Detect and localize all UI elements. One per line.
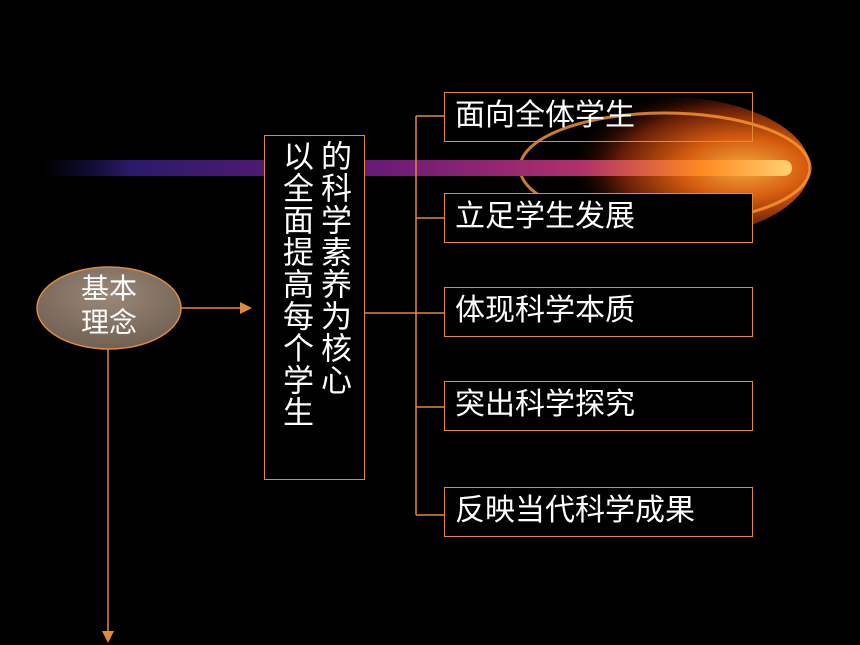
arrow-down-head	[102, 631, 114, 643]
center-node-label-line2: 理念	[80, 306, 137, 339]
item-box-2: 立足学生发展	[444, 193, 753, 243]
item-box-4: 突出科学探究	[444, 381, 753, 431]
center-node-ellipse	[36, 266, 182, 350]
item-box-5: 反映当代科学成果	[444, 487, 753, 537]
arrow-to-core-head	[240, 302, 252, 314]
item-box-1: 面向全体学生	[444, 92, 753, 142]
core-box-col1: 以全面提高每个学生	[277, 140, 313, 428]
center-node-label: 基本 理念	[37, 272, 181, 340]
core-box: 以全面提高每个学生 的科学素养为核心	[264, 135, 365, 480]
core-box-col2: 的科学素养为核心	[315, 140, 351, 396]
center-node-label-line1: 基本	[80, 272, 137, 305]
item-box-3: 体现科学本质	[444, 287, 753, 337]
